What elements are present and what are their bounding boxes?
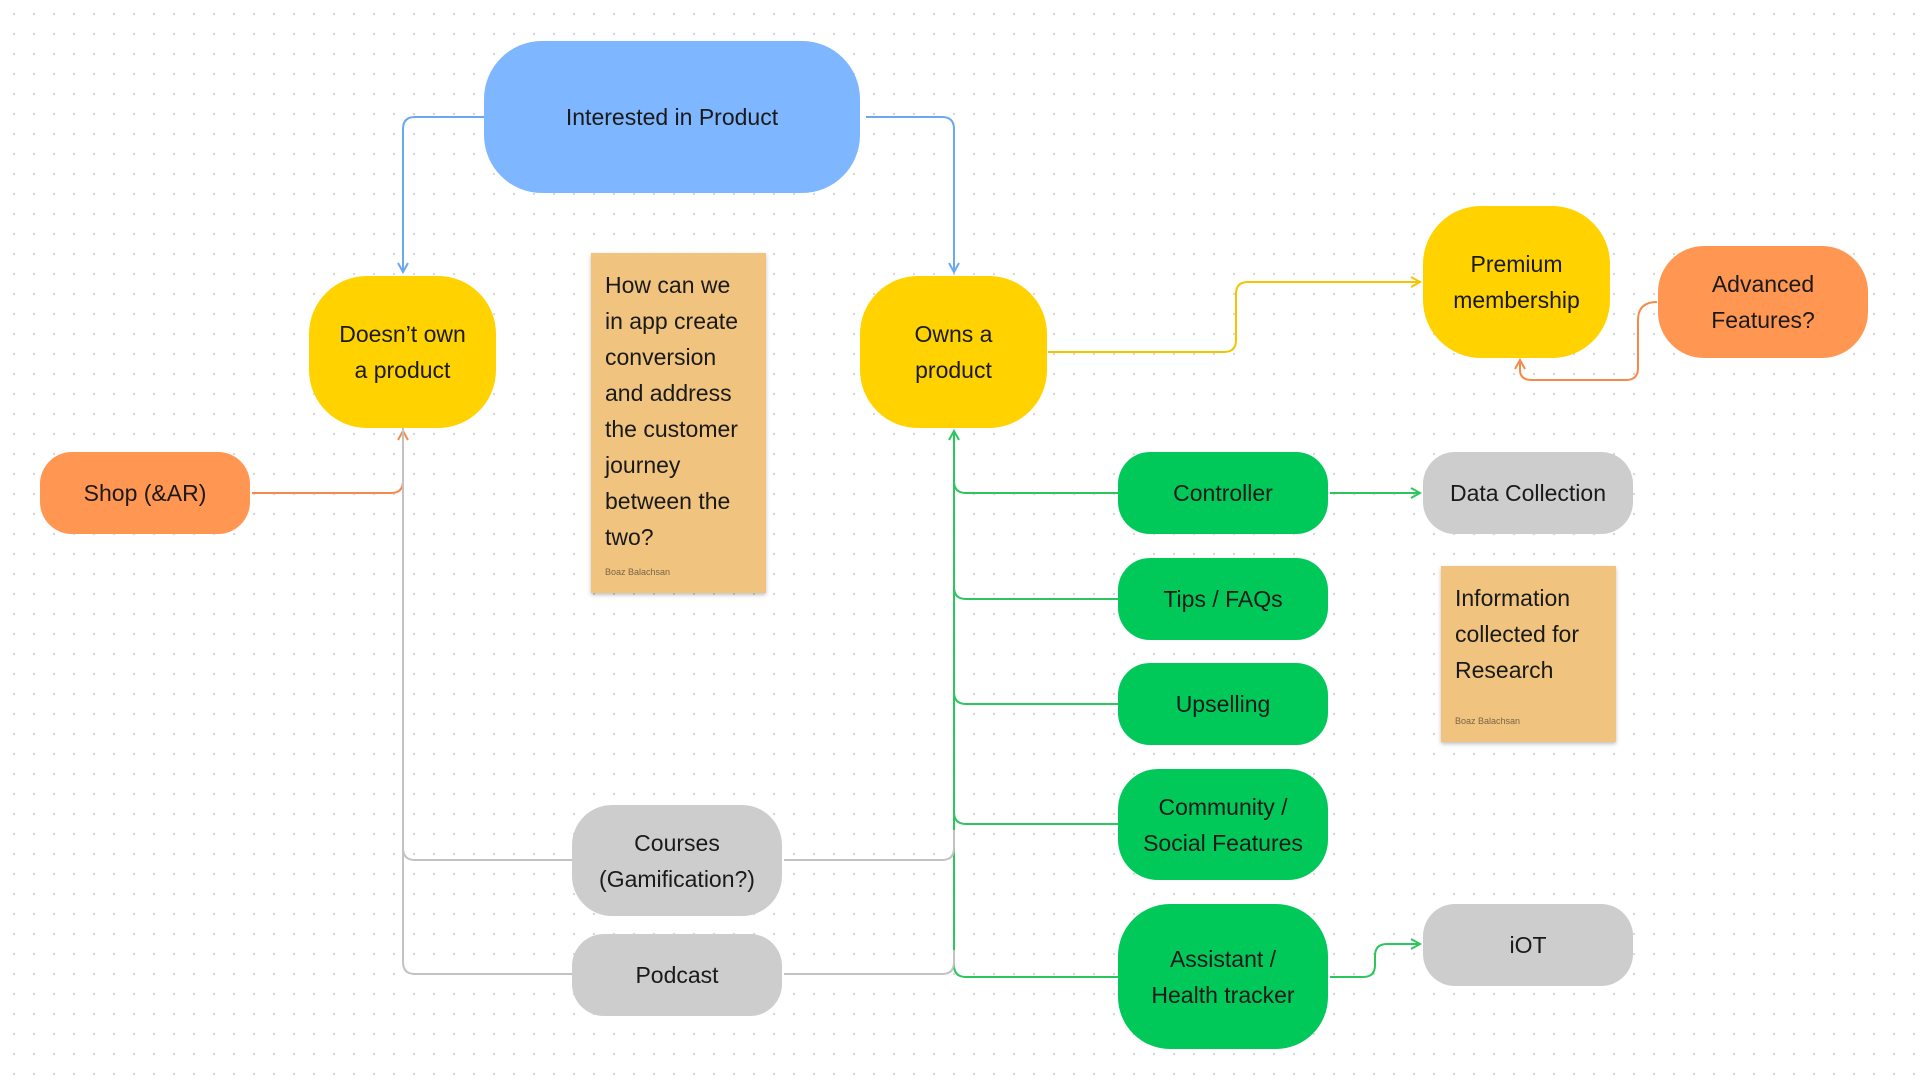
node-courses-gamification[interactable]: Courses (Gamification?)	[572, 805, 782, 916]
node-upselling[interactable]: Upselling	[1118, 663, 1328, 745]
edge-interested-to-doesnt-own	[403, 116, 484, 272]
node-label: Shop (&AR)	[83, 480, 207, 506]
edge-shop-to-doesnt-own	[252, 431, 403, 494]
node-community-social[interactable]: Community / Social Features	[1118, 769, 1328, 880]
edge-owns-to-premium	[1048, 282, 1420, 353]
node-shop-ar[interactable]: Shop (&AR)	[40, 452, 250, 534]
node-advanced-features[interactable]: Advanced Features?	[1658, 246, 1868, 358]
sticky-note-research[interactable]: Information collected for Research Boaz …	[1441, 566, 1616, 742]
edge-interested-to-owns	[866, 116, 954, 272]
node-label: Premium membership	[1453, 251, 1580, 313]
node-label: Doesn’t own a product	[339, 321, 466, 383]
edge-advanced-to-premium	[1520, 301, 1658, 381]
node-label: Data Collection	[1450, 480, 1606, 506]
node-label: Podcast	[635, 962, 719, 988]
node-label: Upselling	[1175, 691, 1271, 717]
node-label: iOT	[1509, 932, 1547, 958]
edge-courses-left	[402, 847, 572, 861]
sticky-author: Boaz Balachsan	[1455, 716, 1521, 726]
edge-courses-right	[784, 830, 955, 861]
node-label: Assistant / Health tracker	[1151, 945, 1295, 1008]
edge-tips	[953, 586, 1118, 600]
node-assistant-health-tracker[interactable]: Assistant / Health tracker	[1118, 904, 1328, 1049]
edge-podcast-right	[784, 950, 955, 975]
node-label: Advanced Features?	[1711, 271, 1815, 333]
node-label: Courses (Gamification?)	[599, 829, 755, 892]
node-doesnt-own-product[interactable]: Doesn’t own a product	[309, 276, 496, 428]
node-label: Community / Social Features	[1143, 793, 1303, 856]
node-label: Controller	[1173, 480, 1273, 506]
edge-upselling	[953, 691, 1118, 705]
node-label: Interested in Product	[565, 104, 779, 130]
sticky-author: Boaz Balachsan	[605, 567, 671, 577]
node-tips-faqs[interactable]: Tips / FAQs	[1118, 558, 1328, 640]
node-controller[interactable]: Controller	[1118, 452, 1328, 534]
node-data-collection[interactable]: Data Collection	[1423, 452, 1633, 534]
node-iot[interactable]: iOT	[1423, 904, 1633, 986]
sticky-text: Information collected for Research	[1455, 585, 1580, 683]
sticky-note-conversion[interactable]: How can we in app create conversion and …	[591, 253, 766, 593]
edge-assistant	[953, 964, 1118, 978]
edge-controller	[953, 480, 1118, 494]
node-label: Tips / FAQs	[1163, 586, 1283, 612]
node-label: Owns a product	[914, 321, 993, 383]
sticky-text: How can we in app create conversion and …	[605, 272, 738, 550]
edge-gray-left-trunk	[402, 428, 572, 975]
edge-assistant-to-iot	[1330, 944, 1420, 978]
node-podcast[interactable]: Podcast	[572, 934, 782, 1016]
node-owns-product[interactable]: Owns a product	[860, 276, 1047, 428]
edge-community	[953, 811, 1118, 825]
node-premium-membership[interactable]: Premium membership	[1423, 206, 1610, 358]
node-interested-in-product[interactable]: Interested in Product	[484, 41, 860, 193]
